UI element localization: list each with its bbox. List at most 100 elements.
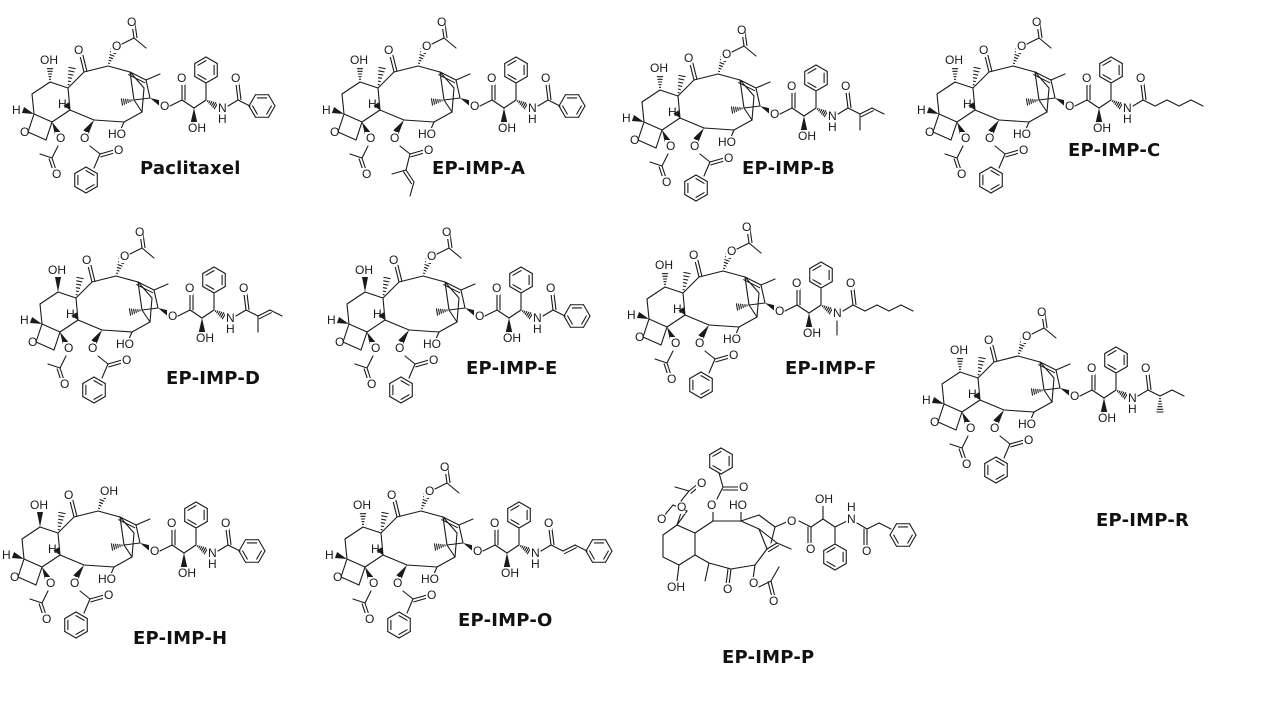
- ester-oxygen-label: O: [390, 131, 399, 145]
- ester-oxygen-label: O: [666, 139, 675, 153]
- hydroxyl-label: HO: [1018, 417, 1036, 431]
- carbonyl-oxygen-label: O: [1037, 305, 1046, 319]
- hydroxyl-label: OH: [798, 129, 816, 143]
- hydroxyl-label: OH: [667, 580, 685, 594]
- carbonyl-oxygen-label: O: [846, 276, 855, 290]
- compound-label: EP-IMP-A: [432, 158, 526, 179]
- ketone-oxygen-label: O: [384, 43, 393, 57]
- nitrogen-label: N: [847, 512, 856, 526]
- ketone-oxygen-label: O: [984, 333, 993, 347]
- hydroxyl-label: HO: [723, 332, 741, 346]
- hydroxyl-label: OH: [498, 121, 516, 135]
- hydroxyl-label: OH: [815, 492, 833, 506]
- oxetane-oxygen-label: O: [20, 125, 29, 139]
- hydrogen-label: H: [48, 542, 57, 556]
- hydrogen-label: H: [963, 97, 972, 111]
- carbonyl-oxygen-label: O: [737, 23, 746, 37]
- ketone-oxygen-label: O: [684, 51, 693, 65]
- ester-oxygen-label: O: [150, 544, 159, 558]
- nitrogen-label: N: [528, 101, 537, 115]
- hydrogen-label: H: [327, 313, 336, 327]
- hydroxyl-label: OH: [188, 121, 206, 135]
- hydrogen-label: H: [371, 542, 380, 556]
- ester-oxygen-label: O: [64, 341, 73, 355]
- carbonyl-oxygen-label: O: [424, 143, 433, 157]
- carbonyl-oxygen-label: O: [957, 167, 966, 181]
- carbonyl-oxygen-label: O: [487, 71, 496, 85]
- hydrogen-label: H: [1123, 112, 1132, 126]
- compound-label: EP-IMP-O: [458, 610, 553, 631]
- hydrogen-label: H: [208, 557, 217, 571]
- ester-oxygen-label: O: [770, 107, 779, 121]
- carbonyl-oxygen-label: O: [122, 353, 131, 367]
- oxetane-oxygen-label: O: [925, 125, 934, 139]
- ester-oxygen-label: O: [727, 244, 736, 258]
- ketone-oxygen-label: O: [64, 488, 73, 502]
- ester-oxygen-label: O: [690, 139, 699, 153]
- carbonyl-oxygen-label: O: [546, 281, 555, 295]
- carbonyl-oxygen-label: O: [697, 476, 706, 490]
- hydrogen-label: H: [368, 97, 377, 111]
- carbonyl-oxygen-label: O: [185, 281, 194, 295]
- hydrogen-label: H: [673, 302, 682, 316]
- hydrogen-label: H: [668, 105, 677, 119]
- ester-oxygen-label: O: [749, 576, 758, 590]
- oxetane-oxygen-label: O: [10, 570, 19, 584]
- oxetane-oxygen-label: O: [333, 570, 342, 584]
- carbonyl-oxygen-label: O: [362, 167, 371, 181]
- nitrogen-label: N: [833, 306, 842, 320]
- nitrogen-label: N: [533, 311, 542, 325]
- carbonyl-oxygen-label: O: [1019, 143, 1028, 157]
- ester-oxygen-label: O: [1065, 99, 1074, 113]
- hydroxyl-label: OH: [100, 484, 118, 498]
- ester-oxygen-label: O: [961, 131, 970, 145]
- ketone-oxygen-label: O: [389, 253, 398, 267]
- carbonyl-oxygen-label: O: [841, 79, 850, 93]
- carbonyl-oxygen-label: O: [1032, 15, 1041, 29]
- hydroxyl-label: OH: [30, 498, 48, 512]
- hydroxyl-label: HO: [418, 127, 436, 141]
- hydroxyl-label: HO: [718, 135, 736, 149]
- carbonyl-oxygen-label: O: [541, 71, 550, 85]
- ester-oxygen-label: O: [707, 498, 716, 512]
- carbonyl-oxygen-label: O: [52, 167, 61, 181]
- ester-oxygen-label: O: [787, 514, 796, 528]
- hydroxyl-label: OH: [40, 53, 58, 67]
- ester-oxygen-label: O: [985, 131, 994, 145]
- hydroxyl-label: HO: [729, 498, 747, 512]
- hydroxyl-label: HO: [108, 127, 126, 141]
- carbonyl-oxygen-label: O: [724, 151, 733, 165]
- hydroxyl-label: OH: [1093, 121, 1111, 135]
- hydrogen-label: H: [968, 387, 977, 401]
- ester-oxygen-label: O: [395, 341, 404, 355]
- carbonyl-oxygen-label: O: [787, 79, 796, 93]
- hydroxyl-label: OH: [501, 566, 519, 580]
- nitrogen-label: N: [218, 101, 227, 115]
- carbonyl-oxygen-label: O: [742, 220, 751, 234]
- ester-oxygen-label: O: [160, 99, 169, 113]
- ester-oxygen-label: O: [1017, 39, 1026, 53]
- ester-oxygen-label: O: [120, 249, 129, 263]
- hydroxyl-label: OH: [950, 343, 968, 357]
- nitrogen-label: N: [1128, 391, 1137, 405]
- carbonyl-oxygen-label: O: [231, 71, 240, 85]
- carbonyl-oxygen-label: O: [729, 348, 738, 362]
- nitrogen-label: N: [828, 109, 837, 123]
- nitrogen-label: N: [531, 546, 540, 560]
- ester-oxygen-label: O: [990, 421, 999, 435]
- hydroxyl-label: HO: [423, 337, 441, 351]
- hydrogen-label: H: [627, 308, 636, 322]
- hydrogen-label: H: [20, 313, 29, 327]
- hydroxyl-label: OH: [178, 566, 196, 580]
- hydroxyl-label: OH: [650, 61, 668, 75]
- hydroxyl-label: OH: [503, 331, 521, 345]
- carbonyl-oxygen-label: O: [1024, 433, 1033, 447]
- carbonyl-oxygen-label: O: [792, 276, 801, 290]
